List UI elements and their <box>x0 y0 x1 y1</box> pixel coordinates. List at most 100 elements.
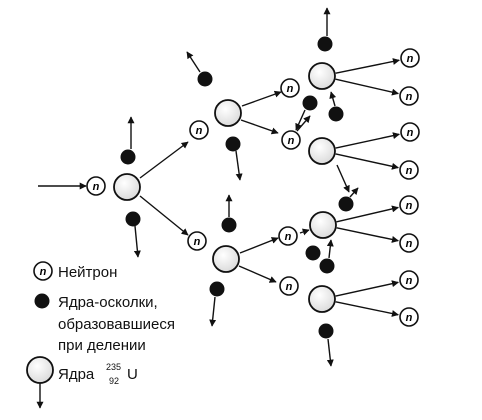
neutron-circle <box>399 270 419 290</box>
nucleus-gen1 <box>113 173 141 201</box>
legend-fragments-label-2: образовавшиеся <box>58 316 175 333</box>
neutron-symbol: n <box>406 165 413 177</box>
neutron-output-3: n <box>400 122 420 142</box>
neutron-gen3-c: n <box>278 226 298 246</box>
uranium-nuclei <box>113 62 337 313</box>
neutron-output-4: n <box>399 160 419 180</box>
arrow-fragment-gen2-lower-b <box>209 296 217 327</box>
neutron-symbol: n <box>407 127 414 139</box>
neutron-circle <box>399 233 419 253</box>
fragment-gen2-upper-b <box>225 136 241 152</box>
arrow-gen2-lower-to-n <box>239 237 279 254</box>
nucleus-gen3-c <box>309 211 337 239</box>
neutron-symbol: n <box>407 53 414 65</box>
arrow-fragment-gen3-c-up <box>349 187 359 198</box>
legend: n Нейтрон Ядра-осколки, образовавшиеся п… <box>26 261 175 409</box>
fragment-gen3-a-up <box>317 36 333 52</box>
neutron-symbol: n <box>196 125 203 137</box>
neutron-symbol: n <box>286 281 293 293</box>
neutron-symbol: n <box>406 238 413 250</box>
legend-fragments-label-1: Ядра-осколки, <box>58 294 158 311</box>
neutron-circle <box>400 48 420 68</box>
fragment-gen3-c-down <box>305 245 321 261</box>
neutron-circle <box>400 122 420 142</box>
fragment-gen3-d-down <box>318 323 334 339</box>
fragment-gen2-upper-a <box>197 71 213 87</box>
neutron-symbol: n <box>406 312 413 324</box>
fragment-gen3-a-down <box>302 95 318 111</box>
arrow-output-3 <box>335 132 400 149</box>
neutron-gen3-d: n <box>279 276 299 296</box>
neutron-trajectories <box>38 7 400 367</box>
fragment-gen3-d-up <box>319 258 335 274</box>
arrow-output-1 <box>335 58 400 74</box>
neutron-symbol: n <box>93 181 100 193</box>
legend-nucleus-icon <box>26 356 54 384</box>
arrow-fragment-gen3-d-down <box>326 338 334 367</box>
arrow-gen2-lower-to-n2 <box>238 265 277 283</box>
arrow-neutron-gen3-c <box>299 228 310 236</box>
arrow-gen2-upper-to-n <box>241 90 282 107</box>
arrow-gen3-b-down <box>336 164 350 193</box>
neutron-gen2-upper: n <box>189 120 209 140</box>
arrow-gen2-upper-to-n2 <box>240 119 279 135</box>
arrow-fragment-gen2-upper-b <box>235 150 243 181</box>
neutron-circle <box>399 86 419 106</box>
fragment-gen3-c-up <box>338 196 354 212</box>
neutron-circle <box>399 160 419 180</box>
fragment-gen2-lower-a <box>221 217 237 233</box>
nucleus-gen2-upper <box>214 99 242 127</box>
nucleus-gen3-b <box>308 137 336 165</box>
isotope-element-symbol: U <box>127 366 138 383</box>
neutron-symbol: n <box>406 275 413 287</box>
neutron-gen2-lower: n <box>187 231 207 251</box>
legend-nucleus-item: Ядра 235 92 U <box>26 356 138 409</box>
nucleus-gen3-a <box>308 62 336 90</box>
neutron-circle <box>281 130 301 150</box>
neutron-output-7: n <box>399 270 419 290</box>
neutron-circle <box>279 276 299 296</box>
arrow-gen1-up <box>139 141 189 179</box>
fragment-gen3-b-up <box>328 106 344 122</box>
neutron-symbol: n <box>194 236 201 248</box>
legend-neutron-label: Нейтрон <box>58 264 117 281</box>
arrow-fragment-gen2-upper-a <box>186 51 201 73</box>
neutron-circle <box>187 231 207 251</box>
nucleus-gen3-d <box>308 285 336 313</box>
neutrons: n n n n n n n n n n n n n n n <box>86 48 420 327</box>
legend-nucleus-label: Ядра <box>58 366 95 383</box>
legend-fragments-label-3: при делении <box>58 337 146 354</box>
legend-neutron-item: n Нейтрон <box>33 261 117 281</box>
legend-fragments-item: Ядра-осколки, образовавшиеся при делении <box>34 293 175 354</box>
legend-neutron-icon <box>33 261 53 281</box>
arrow-output-5 <box>336 205 399 223</box>
neutron-output-6: n <box>399 233 419 253</box>
neutron-output-5: n <box>399 195 419 215</box>
arrow-output-4 <box>335 153 399 170</box>
arrow-fragment-gen3-a-down <box>295 109 306 131</box>
neutron-gen3-a: n <box>280 78 300 98</box>
neutron-circle <box>189 120 209 140</box>
arrow-gen1-down <box>139 195 189 236</box>
arrow-output-6 <box>336 227 399 243</box>
neutron-initial: n <box>86 176 106 196</box>
neutron-symbol: n <box>287 83 294 95</box>
neutron-output-8: n <box>399 307 419 327</box>
fragment-gen1-down <box>125 211 141 227</box>
fragment-gen2-lower-b <box>209 281 225 297</box>
nucleus-gen2-lower <box>212 245 240 273</box>
neutron-symbol: n <box>406 91 413 103</box>
legend-neutron-icon-label: n <box>40 266 47 278</box>
neutron-circle <box>278 226 298 246</box>
neutron-circle <box>399 195 419 215</box>
arrow-fragment-gen1-down <box>133 225 141 258</box>
neutron-symbol: n <box>285 231 292 243</box>
fragment-gen1-up <box>120 149 136 165</box>
neutron-gen3-b: n <box>281 130 301 150</box>
arrow-fragment-gen3-d-up <box>326 239 334 259</box>
isotope-atomic-number: 92 <box>109 376 119 386</box>
neutron-circle <box>399 307 419 327</box>
arrow-output-7 <box>335 280 399 297</box>
